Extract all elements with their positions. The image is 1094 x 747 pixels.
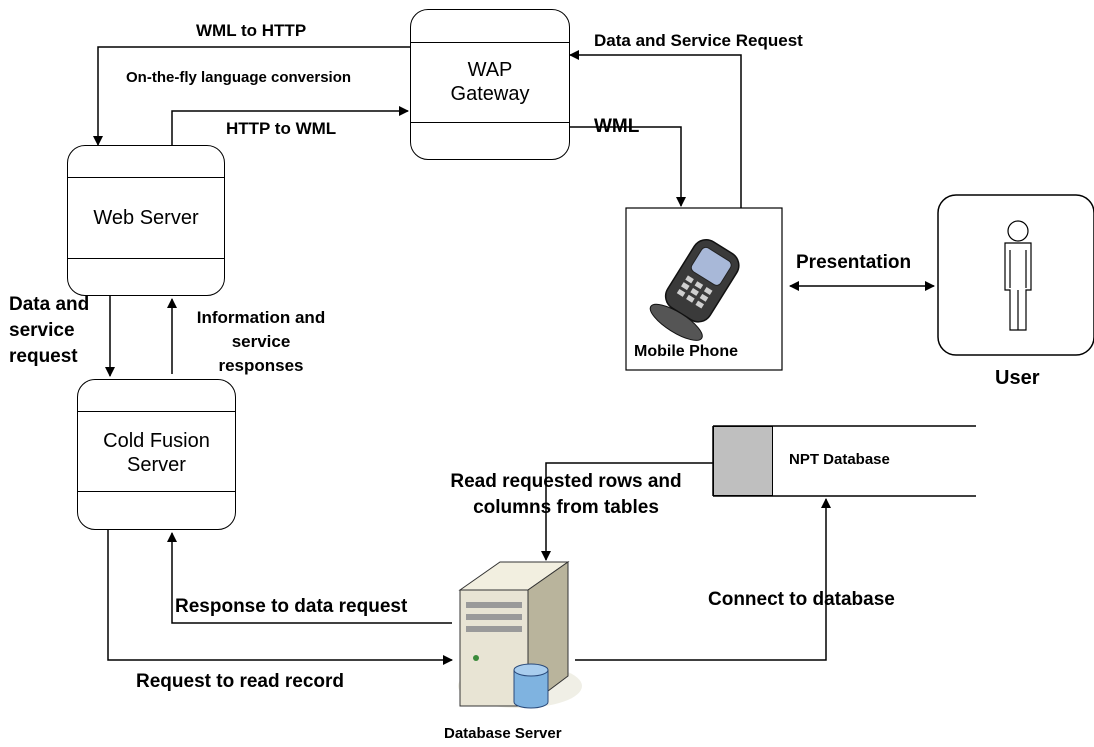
edge-read-rows [541,462,713,561]
edge-wml-to-http [93,46,410,146]
label-wml-to-http: WML to HTTP [196,21,307,40]
mobile-phone-label: Mobile Phone [634,343,738,360]
user-frame [937,194,1094,356]
edge-request-read-record [107,530,453,665]
label-connect-db: Connect to database [708,589,895,610]
web-server-node: Web Server [67,145,225,296]
cold-fusion-node: Cold Fusion Server [77,379,236,530]
label-response-data-request: Response to data request [175,596,408,617]
cold-fusion-line2: Server [127,454,186,476]
npt-database-label: NPT Database [789,451,890,468]
label-on-the-fly: On-the-fly language conversion [126,69,352,86]
database-server-label: Database Server [444,725,562,742]
wap-gateway-line1: WAP [467,59,513,81]
edge-data-service-request-top [569,50,742,208]
label-wml: WML [594,116,640,137]
wap-gateway-node: WAP Gateway [410,9,570,160]
cold-fusion-line1: Cold Fusion [103,430,210,452]
mobile-phone-icon [649,238,740,341]
label-data-service-request-top: Data and Service Request [594,31,803,50]
user-label: User [995,367,1040,389]
edge-http-to-wml [171,106,409,145]
database-server-icon [458,561,582,709]
npt-database-tab [713,426,773,496]
label-request-read-record: Request to read record [136,671,344,692]
label-http-to-wml: HTTP to WML [226,119,337,138]
label-info-service-responses: Information and service responses [196,308,326,375]
wap-gateway-line2: Gateway [450,83,530,105]
web-server-label: Web Server [93,207,199,229]
edge-wml [570,126,686,207]
user-icon [1004,220,1032,331]
label-data-service-request-left: Data and service request [9,294,90,367]
edge-response-data-request [167,532,452,624]
label-read-rows: Read requested rows and columns from tab… [450,471,682,518]
label-presentation: Presentation [796,252,912,273]
edge-connect-db [575,498,831,661]
